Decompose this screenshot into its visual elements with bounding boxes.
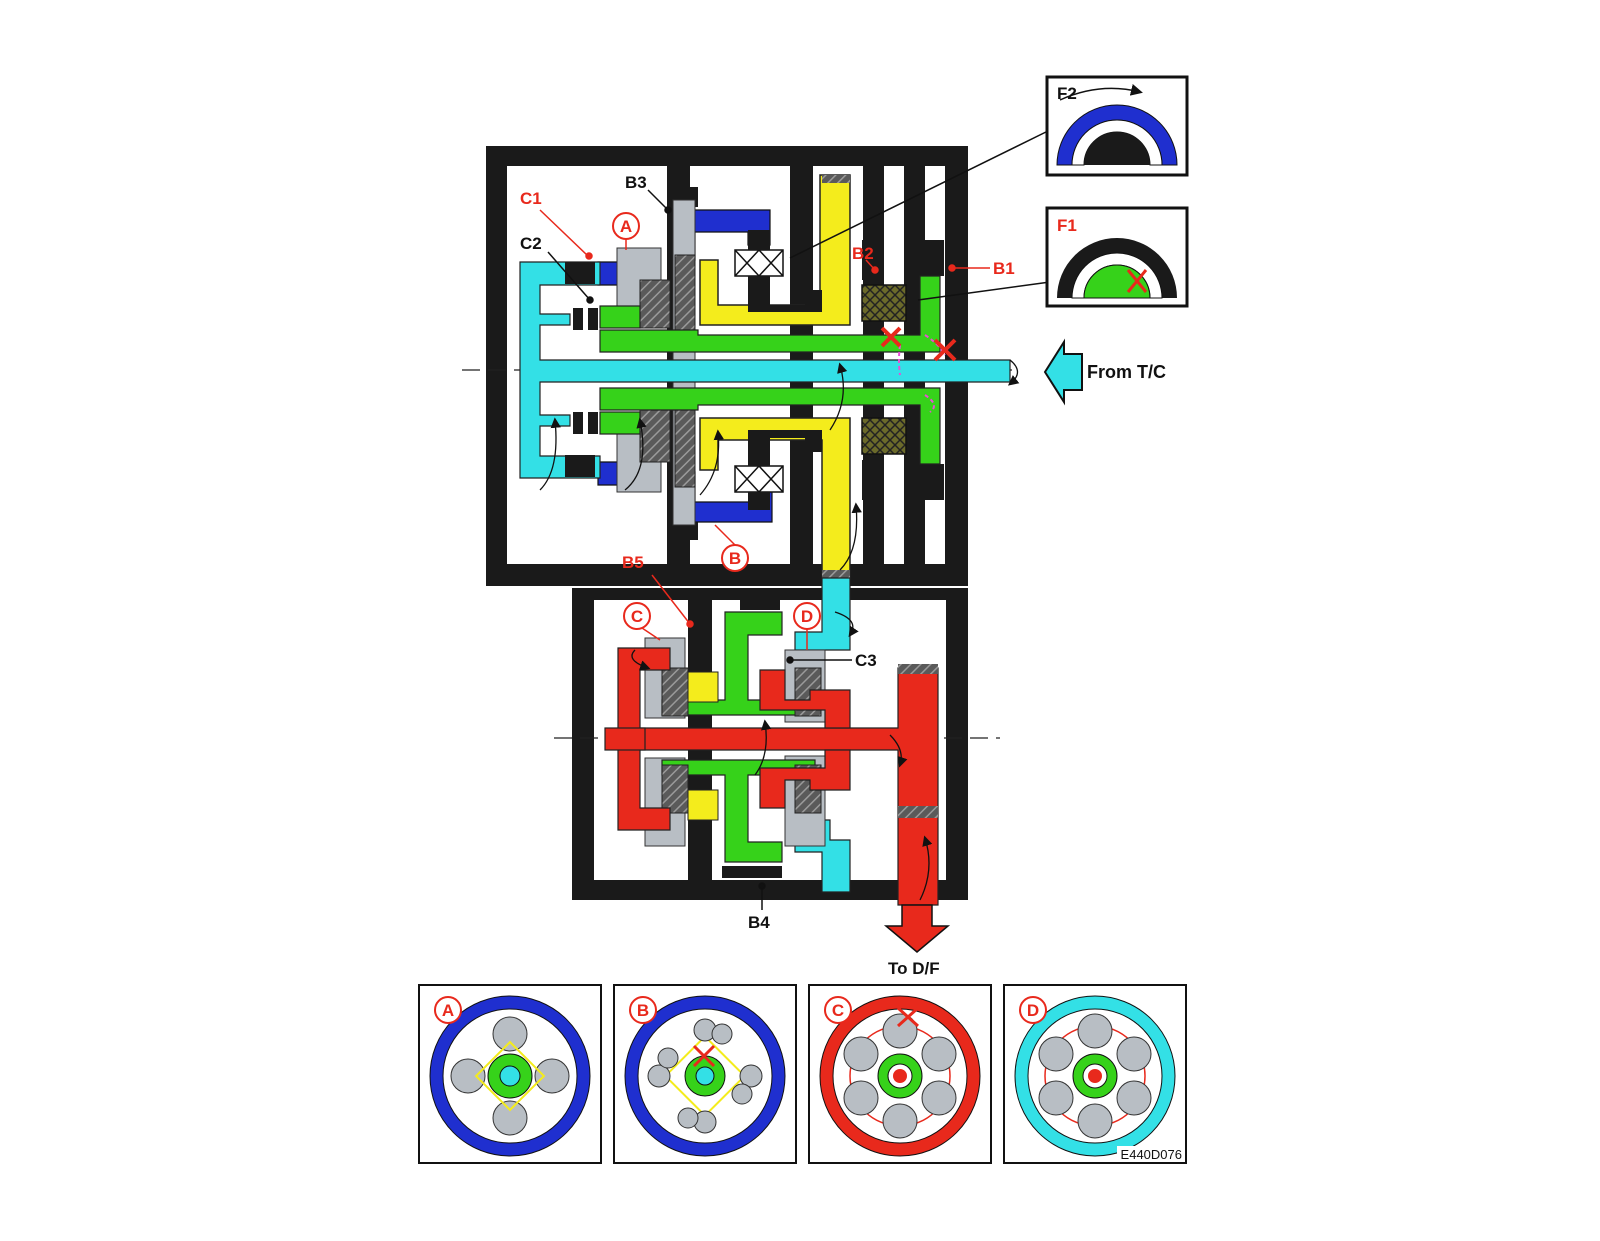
label-output: To D/F: [888, 959, 940, 978]
label-b3: B3: [625, 173, 647, 192]
svg-text:A: A: [442, 1001, 454, 1020]
svg-text:B: B: [637, 1001, 649, 1020]
label-c2: C2: [520, 234, 542, 253]
svg-text:D: D: [801, 607, 813, 626]
label-b5: B5: [622, 553, 644, 572]
label-input: From T/C: [1087, 362, 1166, 382]
planetary-inset-a: A: [418, 984, 602, 1164]
locked-x-marks: [880, 326, 957, 362]
upper-gear-set: [519, 174, 1011, 579]
svg-text:C: C: [832, 1001, 844, 1020]
label-c1: C1: [520, 189, 542, 208]
f1-inset: F1: [1045, 206, 1189, 308]
leader-lines-red: [539, 209, 990, 628]
planetary-inset-d: D E440D076: [1003, 984, 1187, 1164]
input-arrow-icon: [1043, 338, 1083, 406]
label-b4: B4: [748, 913, 770, 932]
svg-text:B: B: [729, 549, 741, 568]
leader-lines-black: [547, 129, 1051, 910]
planetary-inset-c: C: [808, 984, 992, 1164]
label-f1: F1: [1057, 216, 1077, 235]
label-c3: C3: [855, 651, 877, 670]
label-f2: F2: [1057, 84, 1077, 103]
svg-text:D: D: [1027, 1001, 1039, 1020]
diagram-code: E440D076: [1121, 1147, 1182, 1162]
marker-d: D: [793, 602, 821, 650]
marker-b: B: [714, 524, 749, 572]
label-b2: B2: [852, 244, 874, 263]
label-b1: B1: [993, 259, 1015, 278]
f2-inset: F2: [1045, 75, 1189, 177]
marker-c: C: [623, 602, 661, 641]
svg-text:A: A: [620, 217, 632, 236]
output-arrow-icon: [883, 904, 951, 953]
svg-text:C: C: [631, 607, 643, 626]
lower-gear-set: [604, 577, 951, 953]
rotation-arrows: [539, 359, 1020, 901]
marker-a: A: [612, 212, 640, 250]
planetary-inset-b: B: [613, 984, 797, 1164]
